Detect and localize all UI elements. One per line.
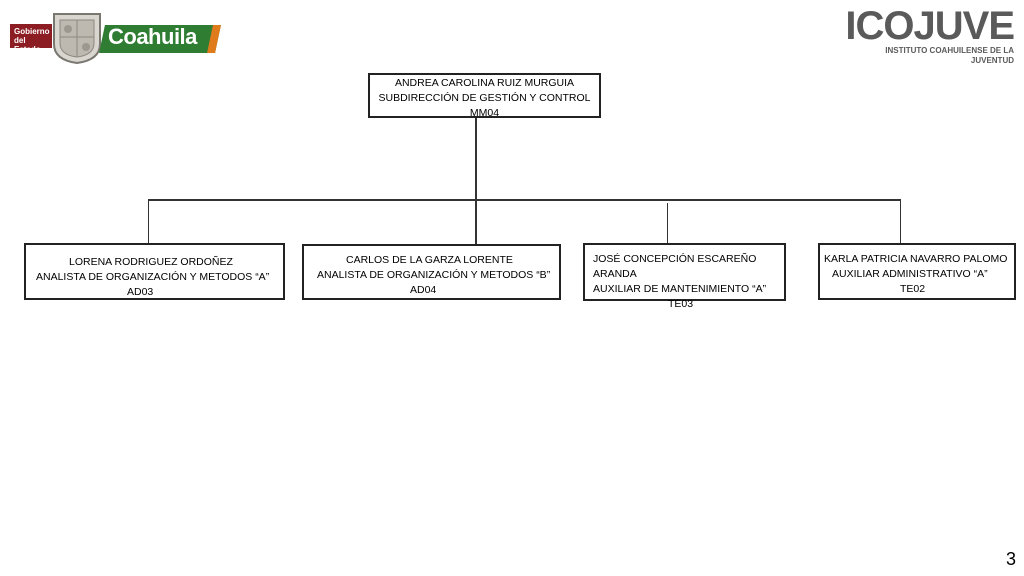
state-seal-icon: [53, 13, 101, 64]
node-code: MM04: [469, 107, 500, 119]
del-estado-text: del Estado: [14, 36, 41, 54]
gobierno-coahuila-logo: Gobierno del Estado Coahuila: [10, 10, 221, 66]
org-node-child: LORENA RODRIGUEZ ORDOÑEZ ANALISTA DE ORG…: [24, 243, 285, 300]
connector-child-1: [148, 199, 149, 244]
gobierno-del-estado-badge: Gobierno del Estado: [10, 24, 52, 54]
icojuve-subtitle: INSTITUTO COAHUILENSE DE LA JUVENTUD: [885, 46, 1014, 65]
gobierno-text: Gobierno: [14, 27, 50, 36]
connector-child-2: [475, 199, 477, 245]
node-name: LORENA RODRIGUEZ ORDOÑEZ: [69, 256, 233, 268]
node-position: ANALISTA DE ORGANIZACIÓN Y METODOS “B”: [317, 269, 551, 281]
node-code: TE02: [900, 283, 926, 295]
org-node-child: JOSÉ CONCEPCIÓN ESCAREÑO ARANDA AUXILIAR…: [583, 243, 786, 310]
node-position: SUBDIRECCIÓN DE GESTIÓN Y CONTROL: [378, 92, 591, 104]
node-position: AUXILIAR ADMINISTRATIVO “A”: [832, 268, 988, 280]
node-name: KARLA PATRICIA NAVARRO PALOMO: [824, 253, 1008, 265]
node-position: AUXILIAR DE MANTENIMIENTO “A”: [593, 283, 767, 295]
page-number: 3: [1005, 549, 1016, 569]
connector-child-4: [900, 199, 901, 244]
node-code: AD03: [127, 286, 154, 298]
connector-top-vertical: [475, 118, 477, 200]
node-code: AD04: [410, 284, 437, 296]
org-node-child: KARLA PATRICIA NAVARRO PALOMO AUXILIAR A…: [818, 243, 1016, 300]
node-name: ANDREA CAROLINA RUIZ MURGUIA: [394, 77, 575, 89]
org-node-child: CARLOS DE LA GARZA LORENTE ANALISTA DE O…: [302, 244, 561, 300]
connector-child-3: [667, 203, 668, 244]
node-name: CARLOS DE LA GARZA LORENTE: [346, 254, 513, 266]
connector-horizontal-bus: [148, 199, 901, 201]
icojuve-title: ICOJUVE: [845, 4, 1015, 48]
icojuve-logo: ICOJUVE INSTITUTO COAHUILENSE DE LA JUVE…: [844, 4, 1015, 65]
node-code: TE03: [668, 298, 694, 310]
coahuila-text: Coahuila: [108, 24, 197, 49]
org-node-top: ANDREA CAROLINA RUIZ MURGUIA SUBDIRECCIÓ…: [368, 73, 601, 119]
node-name: JOSÉ CONCEPCIÓN ESCAREÑO ARANDA: [593, 253, 757, 280]
node-position: ANALISTA DE ORGANIZACIÓN Y METODOS “A”: [36, 271, 270, 283]
